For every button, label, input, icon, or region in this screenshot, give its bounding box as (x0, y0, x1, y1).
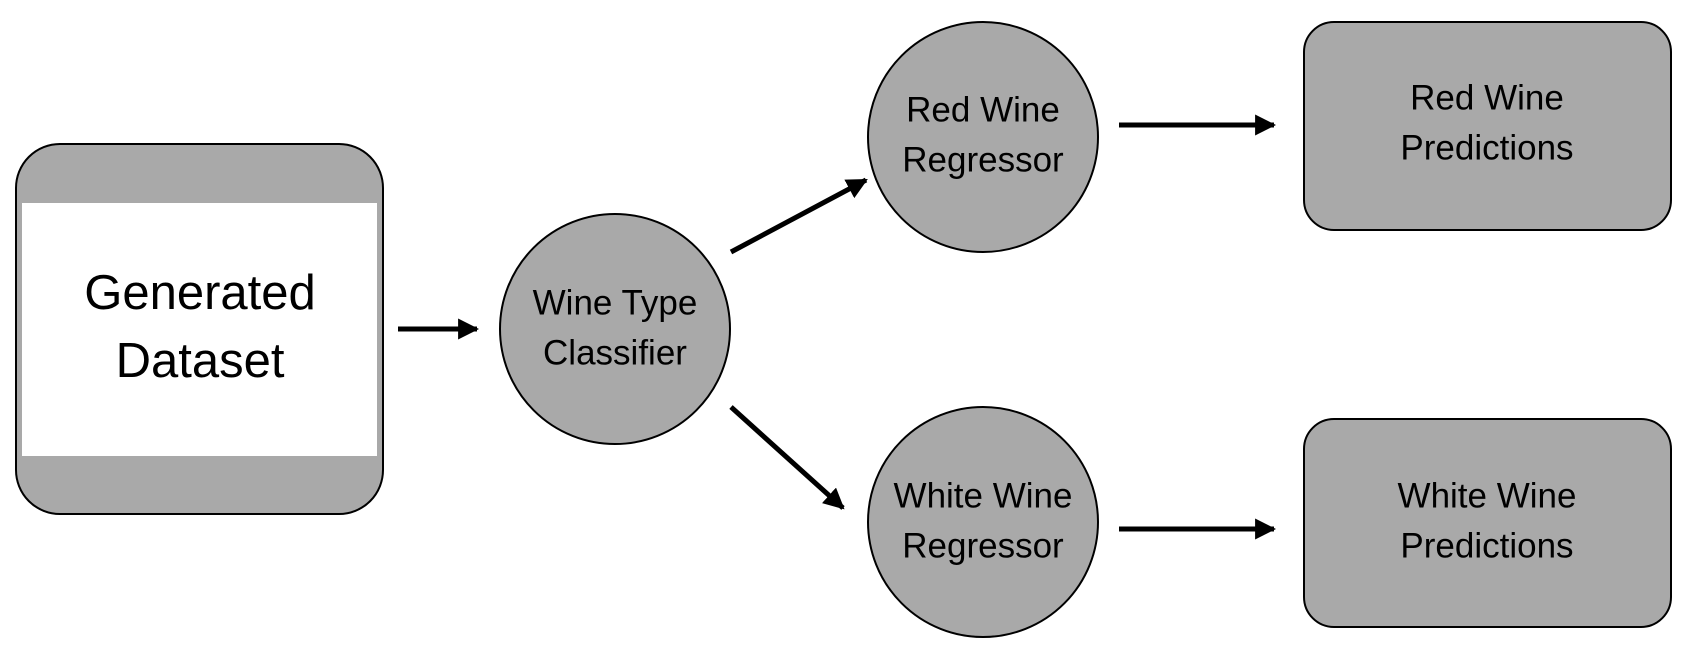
red-predictions-node: Red Wine Predictions (1303, 21, 1672, 231)
white-regressor-label-line2: Regressor (902, 526, 1064, 565)
white-predictions-label-line2: Predictions (1400, 526, 1573, 565)
white-regressor-label-line1: White Wine (894, 476, 1073, 515)
white-predictions-node: White Wine Predictions (1303, 418, 1672, 628)
classifier-label-line1: Wine Type (533, 283, 698, 322)
classifier-label-line2: Classifier (543, 333, 687, 372)
white-regressor-node: White Wine Regressor (867, 406, 1099, 638)
arrow-classifier-to-white-regressor (729, 405, 845, 510)
red-predictions-label-line1: Red Wine (1410, 78, 1564, 117)
red-predictions-label-line2: Predictions (1400, 128, 1573, 167)
dataset-label-line1: Generated (84, 266, 316, 320)
red-regressor-label-line2: Regressor (902, 140, 1064, 179)
dataset-label-line2: Dataset (116, 334, 285, 388)
dataset-node: Generated Dataset (15, 143, 384, 515)
arrow-classifier-to-red-regressor (729, 177, 868, 255)
red-regressor-node: Red Wine Regressor (867, 21, 1099, 253)
red-regressor-label-line1: Red Wine (906, 90, 1060, 129)
white-predictions-label-line1: White Wine (1398, 476, 1577, 515)
classifier-node: Wine Type Classifier (499, 213, 731, 445)
dataset-inner-panel (22, 203, 377, 456)
